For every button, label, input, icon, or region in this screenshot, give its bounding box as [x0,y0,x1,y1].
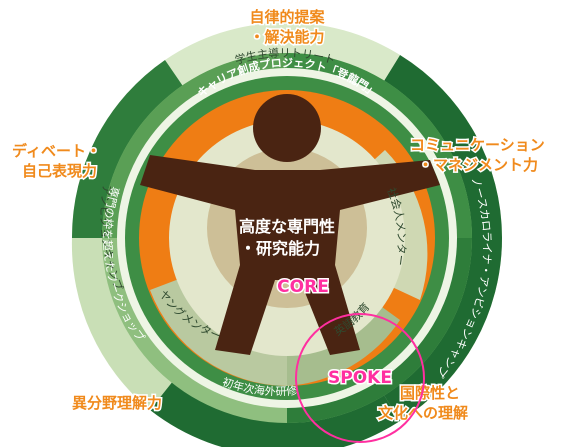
center-label-line2: ・研究能力 [240,239,320,258]
spoke-label: SPOKE [328,368,392,388]
outer-label-left-line1: ディベート・ [12,142,101,160]
core-label: CORE [277,277,329,297]
center-label-line1: 高度な専門性 [239,217,335,236]
outer-label-right-line2: ・マネジメント力 [418,156,538,174]
spoke-highlight-circle [295,313,425,443]
outer-label-bottom-right-line1: 国際性と [400,384,460,402]
human-figure [140,94,440,355]
outer-label-top-line1: 自律的提案 [249,8,325,26]
outer-label-left-line2: 自己表現力 [22,162,97,180]
outer-label-bottom-right-line2: 文化への理解 [378,404,468,422]
outer-label-top-line2: ・解決能力 [249,28,324,46]
outer-label-right-line1: コミュニケーション [410,136,545,154]
outer-label-bottom-left: 異分野理解力 [72,394,162,412]
